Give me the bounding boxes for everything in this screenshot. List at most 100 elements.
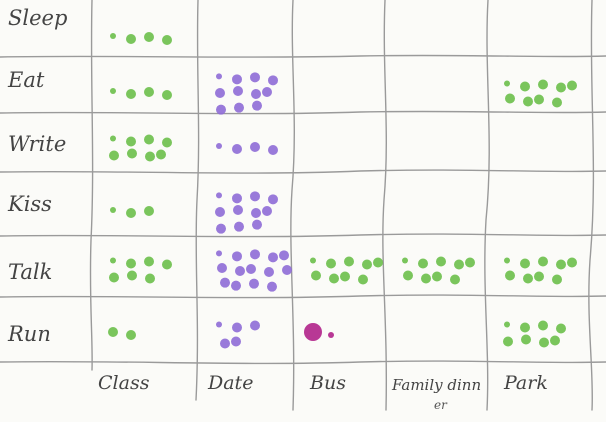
tally-dot [110, 135, 116, 142]
tally-dot [432, 271, 442, 282]
row-label-eat: Eat [8, 68, 45, 92]
tally-dot [505, 270, 515, 281]
tally-dot [504, 80, 510, 87]
tally-dot [249, 278, 259, 289]
row-label-kiss: Kiss [8, 192, 52, 216]
tally-dot [304, 323, 322, 341]
tally-dot [232, 251, 242, 262]
tally-dot [162, 137, 172, 148]
tally-dot [344, 256, 354, 267]
tally-dot [144, 32, 154, 42]
tally-dot [216, 250, 222, 257]
tally-dot [250, 142, 260, 152]
tally-dot [523, 96, 533, 107]
tally-dot [268, 252, 278, 263]
tally-dot [110, 207, 116, 213]
tally-dot [552, 274, 562, 285]
tally-dot [109, 150, 119, 161]
tally-dot [268, 145, 278, 155]
tally-dot [126, 208, 136, 218]
tally-dot [233, 86, 243, 96]
tally-dot [534, 94, 544, 105]
tally-dot [234, 221, 244, 232]
col-label-class: Class [98, 372, 150, 394]
tally-dot [231, 280, 241, 291]
tally-dot [268, 75, 278, 86]
tally-dot [556, 82, 566, 93]
tally-dot [162, 259, 172, 270]
tally-dot [556, 259, 566, 270]
tally-dot [556, 323, 566, 334]
column-divider [382, 0, 388, 411]
tally-dot [126, 330, 136, 340]
tally-dot [145, 273, 155, 284]
tally-dot [279, 250, 289, 261]
tally-dot [421, 273, 431, 284]
tally-dot [144, 256, 154, 267]
row-divider [0, 110, 606, 115]
tally-dot [234, 102, 244, 113]
tally-dot [215, 207, 225, 217]
tally-dot [252, 100, 262, 111]
tally-dot [311, 270, 321, 281]
tally-dot [232, 193, 242, 204]
tally-dot [108, 327, 118, 337]
tally-dot [465, 257, 475, 268]
tally-dot [109, 272, 119, 283]
tally-dot [567, 80, 577, 91]
column-divider [195, 0, 200, 401]
row-divider [0, 294, 606, 299]
tally-dot [250, 249, 260, 260]
tally-dot [454, 259, 464, 270]
tally-dot [268, 194, 278, 205]
col-label-date: Date [208, 372, 254, 394]
row-divider [0, 233, 606, 238]
tally-dot [162, 35, 172, 45]
tally-dot [217, 263, 227, 273]
tally-dot [264, 267, 274, 277]
tally-dot [328, 332, 334, 338]
tally-dot [145, 151, 155, 162]
tally-dot [250, 191, 260, 202]
tally-dot [520, 258, 530, 269]
row-label-sleep: Sleep [8, 6, 68, 30]
row-label-run: Run [8, 322, 51, 346]
tally-dot [373, 257, 383, 268]
tally-dot [538, 79, 548, 90]
tally-dot [402, 257, 408, 264]
row-divider [0, 169, 606, 174]
tally-dot [232, 74, 242, 85]
row-label-talk: Talk [8, 260, 53, 284]
tally-dot [216, 104, 226, 115]
col-label-family-dinner-overflow: er [434, 398, 447, 412]
column-divider [588, 0, 595, 411]
tally-dot [262, 206, 272, 216]
tally-dot [250, 320, 260, 331]
tally-dot [220, 277, 230, 288]
column-divider [290, 0, 295, 411]
tally-dot [126, 136, 136, 147]
tally-dot [216, 192, 222, 199]
col-label-park: Park [504, 372, 548, 394]
tally-dot [251, 208, 261, 218]
row-divider [0, 54, 606, 58]
tally-dot [110, 88, 116, 94]
tally-dot [126, 89, 136, 99]
tally-dot [250, 72, 260, 83]
tally-dot [504, 257, 510, 264]
tally-dot [520, 81, 530, 92]
tally-dot [267, 281, 277, 292]
tally-dot [126, 258, 136, 269]
tally-dot [235, 266, 245, 276]
col-label-family-dinner: Family dinn [392, 376, 482, 394]
tally-dot [144, 206, 154, 216]
tally-dot [144, 87, 154, 97]
tally-dot [232, 144, 242, 154]
tally-dot [110, 257, 116, 264]
tally-dot [126, 34, 136, 44]
tally-dot [216, 143, 222, 149]
tally-dot [127, 148, 137, 159]
